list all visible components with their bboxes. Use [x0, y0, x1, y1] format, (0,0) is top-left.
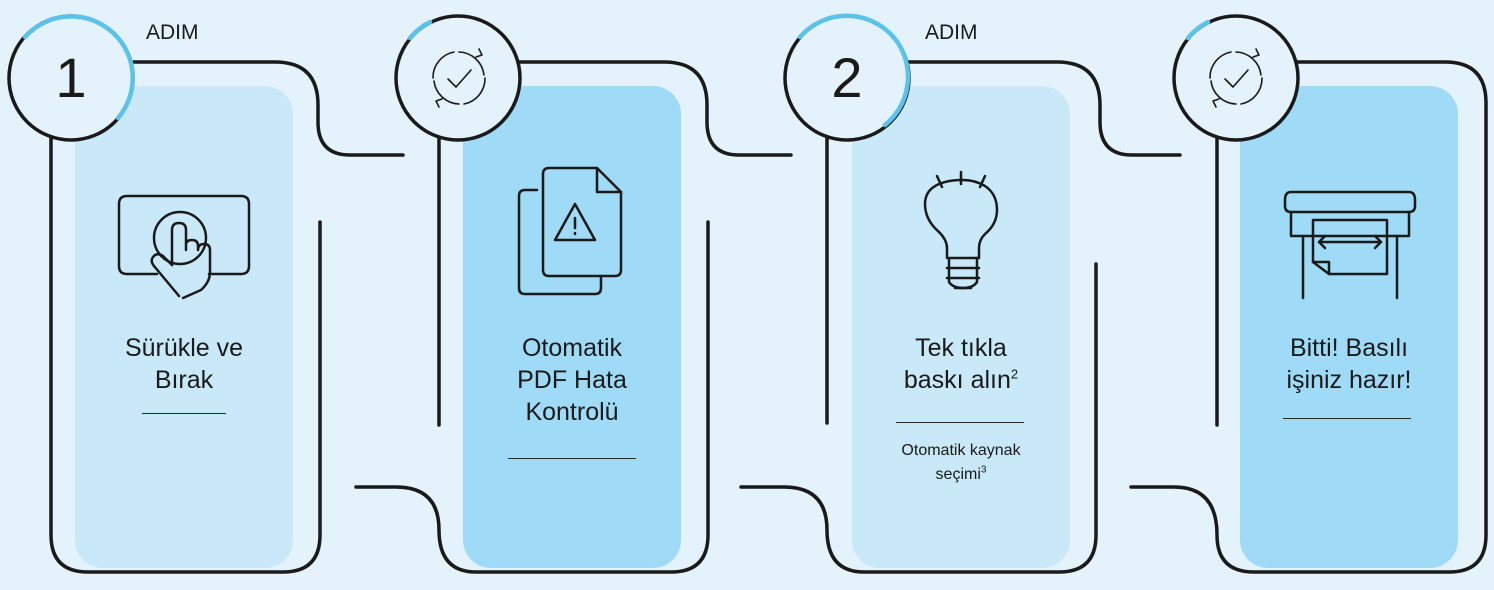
sublabel-line: seçimi3 [852, 463, 1070, 487]
step-1-divider [142, 413, 226, 414]
step-card-1 [75, 86, 293, 568]
footnote-mark: 2 [1010, 366, 1019, 382]
printer-icon [1283, 190, 1417, 300]
label-line: Kontrolü [525, 398, 619, 426]
step-badges [7, 13, 1300, 142]
sync-check-icon [1209, 48, 1263, 108]
step-2-divider [508, 458, 636, 459]
label-line: Bitti! Basılı [1289, 334, 1409, 362]
label-line: PDF Hata [517, 366, 627, 394]
label-line: Bırak [154, 366, 214, 394]
step-4-label: Bitti! Basılı işiniz hazır! [1240, 332, 1458, 396]
step-number-1: 1 [55, 46, 87, 109]
step-3-sublabel: Otomatik kaynak seçimi3 [852, 439, 1070, 487]
step-4-divider [1283, 418, 1411, 419]
lightbulb-icon [923, 170, 999, 290]
label-line: Otomatik [521, 334, 623, 362]
step-card-4 [1240, 86, 1458, 568]
step-word-2: ADIM [925, 21, 978, 44]
step-card-2 [463, 86, 681, 568]
step-3-label: Tek tıkla baskı alın2 [852, 332, 1070, 396]
step-2-label: Otomatik PDF Hata Kontrolü [463, 332, 681, 428]
pdf-warning-icon [517, 166, 623, 296]
sync-check-icon [432, 48, 486, 108]
label-line: Sürükle ve [124, 334, 244, 362]
step-card-3 [852, 86, 1070, 568]
footnote-mark: 3 [980, 464, 987, 476]
label-line: baskı alın2 [852, 364, 1070, 396]
label-text: baskı alın [903, 366, 1011, 394]
step-number-2: 2 [831, 46, 863, 109]
step-word-1: ADIM [146, 21, 199, 44]
touch-screen-icon [117, 194, 251, 300]
step-1-label: Sürükle ve Bırak [75, 332, 293, 396]
label-line: Tek tıkla [915, 334, 1007, 362]
label-line: işiniz hazır! [1286, 366, 1412, 394]
sublabel-text: seçimi [935, 466, 981, 483]
step-3-divider [896, 422, 1024, 423]
sublabel-line: Otomatik kaynak [901, 442, 1021, 459]
